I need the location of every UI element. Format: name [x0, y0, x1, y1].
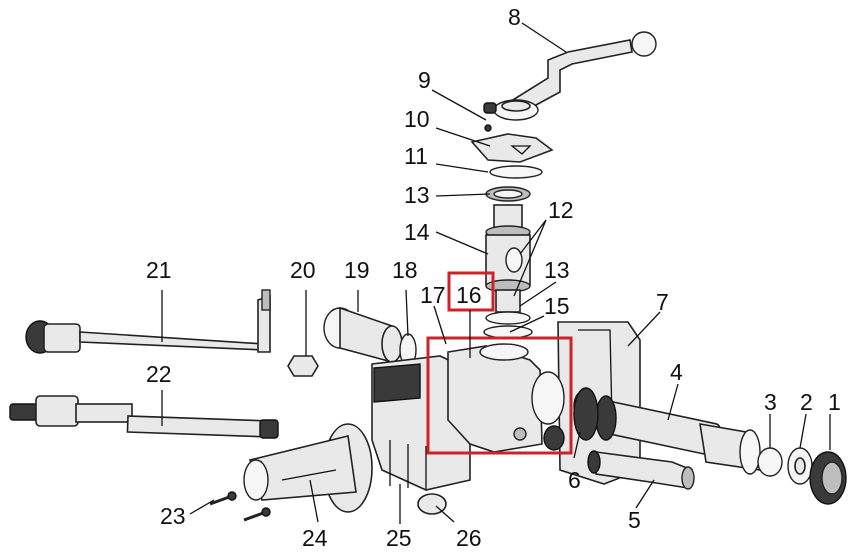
callout-24: 24	[302, 525, 328, 551]
part-3-nut	[757, 447, 783, 477]
part-8-handle	[498, 31, 657, 119]
part-16-valve-block	[447, 343, 565, 453]
part-22-lance	[9, 395, 279, 439]
callout-5: 5	[628, 507, 641, 533]
callout-25: 25	[386, 525, 412, 551]
callout-7: 7	[656, 289, 669, 315]
part-2-washer	[787, 447, 813, 485]
part-21-rod	[25, 289, 271, 354]
part-1-cap	[809, 451, 847, 505]
callout-9: 9	[418, 67, 431, 93]
part-20-nut	[287, 355, 319, 377]
part-5-fitting	[587, 450, 695, 490]
callout-11: 11	[404, 143, 428, 169]
callout-8: 8	[508, 4, 521, 30]
part-14-valve-stem	[483, 186, 533, 339]
callout-12: 12	[548, 197, 574, 223]
callout-18: 18	[392, 257, 418, 283]
part-10-plate	[470, 133, 554, 163]
part-25-trigger-body	[371, 355, 471, 491]
callout-26: 26	[456, 525, 482, 551]
callout-17: 17	[420, 282, 446, 308]
part-19-coupling	[323, 306, 403, 364]
part-6-gland	[573, 387, 599, 441]
callout-10: 10	[404, 106, 430, 132]
callout-4: 4	[670, 359, 683, 385]
callout-20: 20	[290, 257, 316, 283]
callout-2: 2	[800, 389, 813, 415]
part-23-screws	[209, 491, 271, 522]
callout-1: 1	[828, 389, 841, 415]
part-24-grip	[243, 423, 373, 513]
callout-14: 14	[404, 219, 430, 245]
callout-19: 19	[344, 257, 370, 283]
callout-21: 21	[146, 257, 172, 283]
callout-23: 23	[160, 503, 186, 529]
highlight-box-label-16	[447, 271, 495, 312]
callout-6: 6	[568, 467, 581, 493]
callout-3: 3	[764, 389, 777, 415]
callout-13-lower: 13	[544, 257, 570, 283]
leader-lines	[161, 22, 831, 524]
part-4-wand	[595, 395, 762, 475]
callout-labels: 8 9 10 11 13 14 12 13 15 7 4 3 2 1 6 5 2…	[146, 4, 841, 551]
part-9-collar	[483, 99, 539, 132]
highlight-box-part-16	[426, 336, 573, 455]
callout-16: 16	[456, 282, 482, 308]
callout-13-upper: 13	[404, 182, 430, 208]
callout-15: 15	[544, 293, 570, 319]
part-11-ring	[489, 165, 543, 179]
callout-22: 22	[146, 361, 172, 387]
